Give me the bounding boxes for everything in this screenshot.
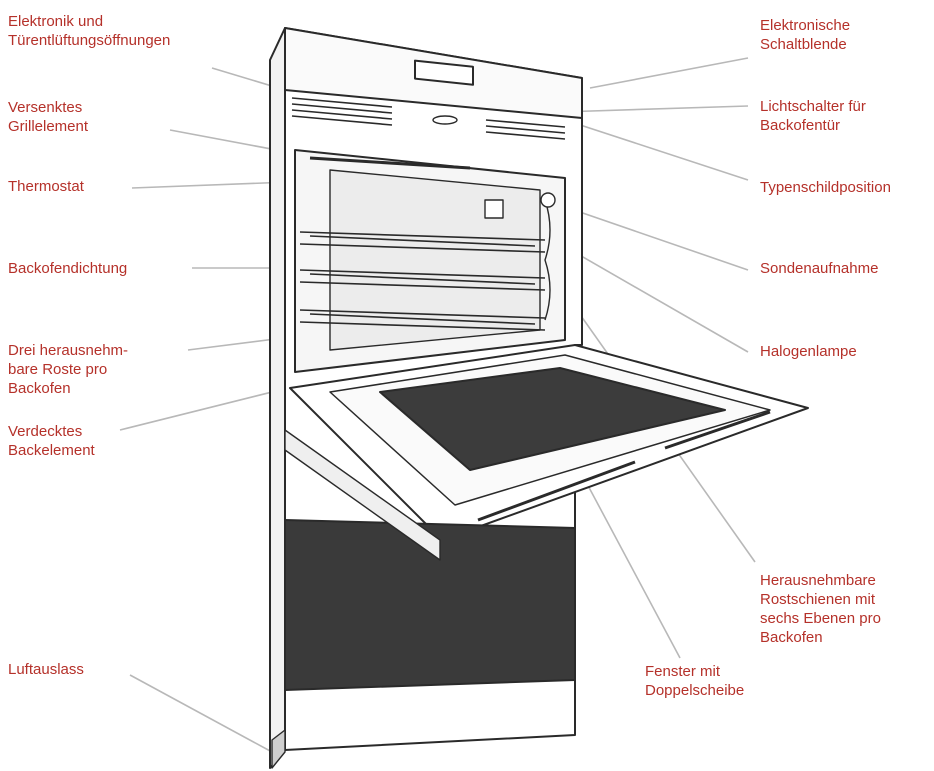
label-elektronik: Elektronik und Türentlüftungsöffnungen xyxy=(8,13,171,49)
vent-slots-right xyxy=(485,119,566,140)
leader-luftauslass xyxy=(129,674,273,753)
air-outlet xyxy=(271,729,286,769)
rack-rails xyxy=(544,199,551,321)
door-side-bracket xyxy=(284,429,441,561)
halogen-lamp xyxy=(484,199,504,219)
control-display xyxy=(414,59,474,86)
label-roste: Drei herausnehm- bare Roste pro Backofen xyxy=(8,342,129,397)
leader-schaltblende xyxy=(589,57,749,89)
label-rostschienen: Herausnehmbare Rostschienen mit sechs Eb… xyxy=(760,572,881,646)
label-schaltblende: Elektronische Schaltblende xyxy=(760,17,851,53)
probe-socket xyxy=(540,192,556,208)
label-dichtung: Backofendichtung xyxy=(8,260,128,277)
label-lichtschalter: Lichtschalter für Backofentür xyxy=(760,98,866,134)
oven-side-panel xyxy=(269,27,286,769)
label-backelement: Verdecktes Backelement xyxy=(8,423,95,459)
label-thermostat: Thermostat xyxy=(8,178,84,195)
oven-racks xyxy=(299,231,546,331)
leader-typenschild xyxy=(564,119,749,181)
label-grill: Versenktes Grillelement xyxy=(8,99,89,135)
leader-lichtschalter xyxy=(559,105,749,113)
door-window xyxy=(379,367,726,471)
label-sonde: Sondenaufnahme xyxy=(760,260,879,277)
door-handle-strip xyxy=(477,460,636,522)
label-halogen: Halogenlampe xyxy=(760,343,857,360)
leader-thermostat xyxy=(131,181,291,189)
label-fenster: Fenster mit Doppelscheibe xyxy=(645,663,745,699)
vent-slots-left xyxy=(291,97,393,126)
label-typenschild: Typenschildposition xyxy=(760,179,891,196)
label-luftauslass: Luftauslass xyxy=(8,661,84,678)
broil-element xyxy=(309,156,471,170)
oven-body xyxy=(269,27,809,769)
lower-drawer-front xyxy=(284,519,576,691)
door-handle-strip-2 xyxy=(664,410,771,450)
door-light-switch xyxy=(432,115,458,125)
